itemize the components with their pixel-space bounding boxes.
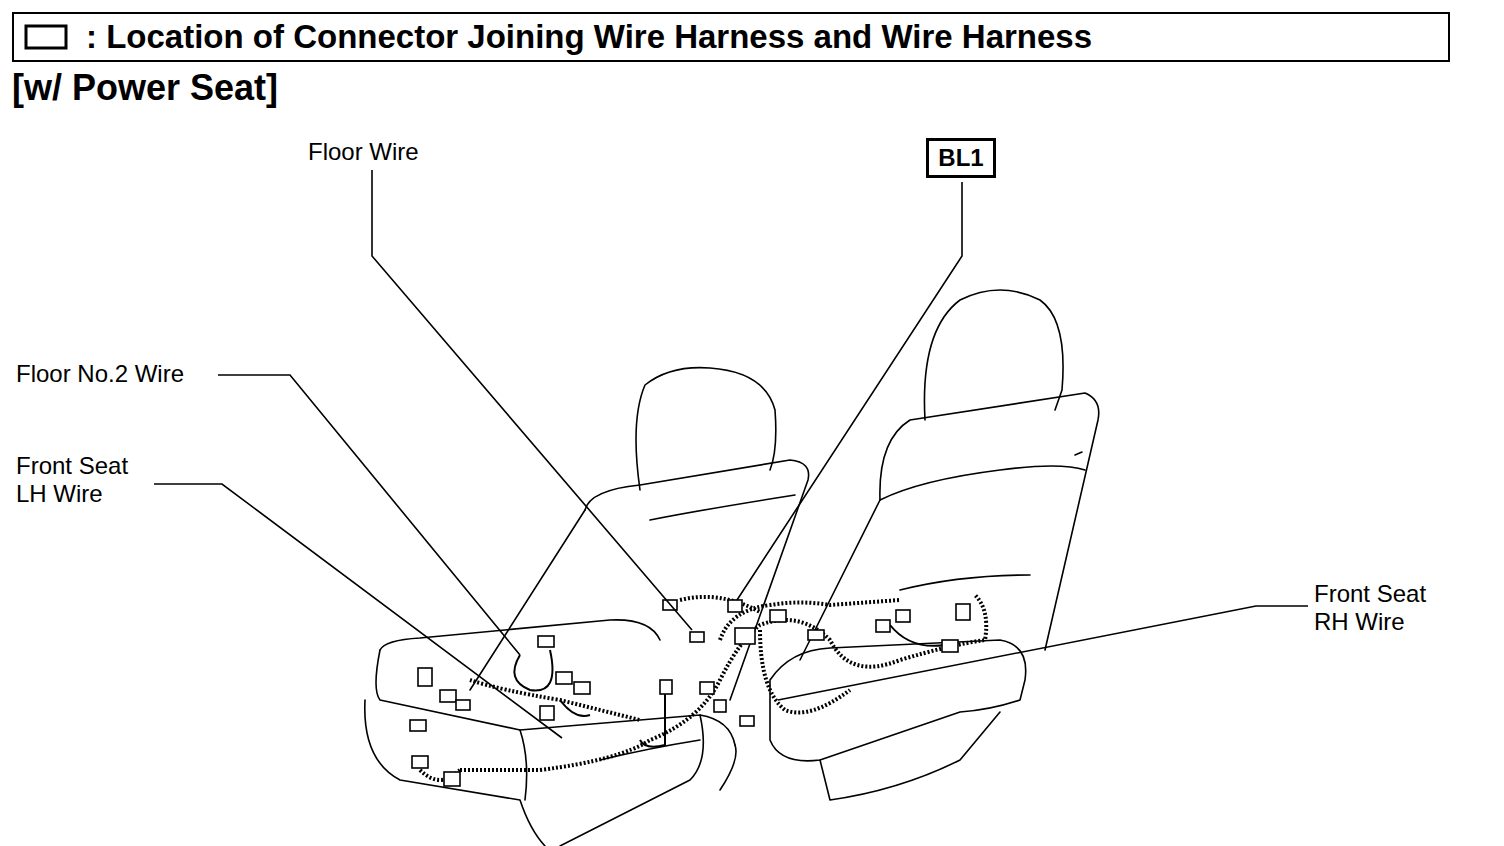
part-name: Front Seat RH Wire (1314, 580, 1454, 636)
leader-line (372, 170, 692, 630)
leader-line (778, 606, 1308, 700)
part-name: Floor Wire (308, 138, 419, 166)
connector-code-box: BL1 (926, 138, 996, 178)
connector-code: BL1 (938, 144, 983, 172)
subheading: [w/ Power Seat] (12, 66, 278, 110)
part-name: Front Seat LH Wire (16, 452, 146, 508)
title-text: : Location of Connector Joining Wire Har… (86, 17, 1092, 57)
leader-line (154, 484, 562, 738)
leader-line (737, 182, 962, 600)
part-name: Floor No.2 Wire (16, 360, 184, 388)
connector-symbol (26, 26, 66, 48)
